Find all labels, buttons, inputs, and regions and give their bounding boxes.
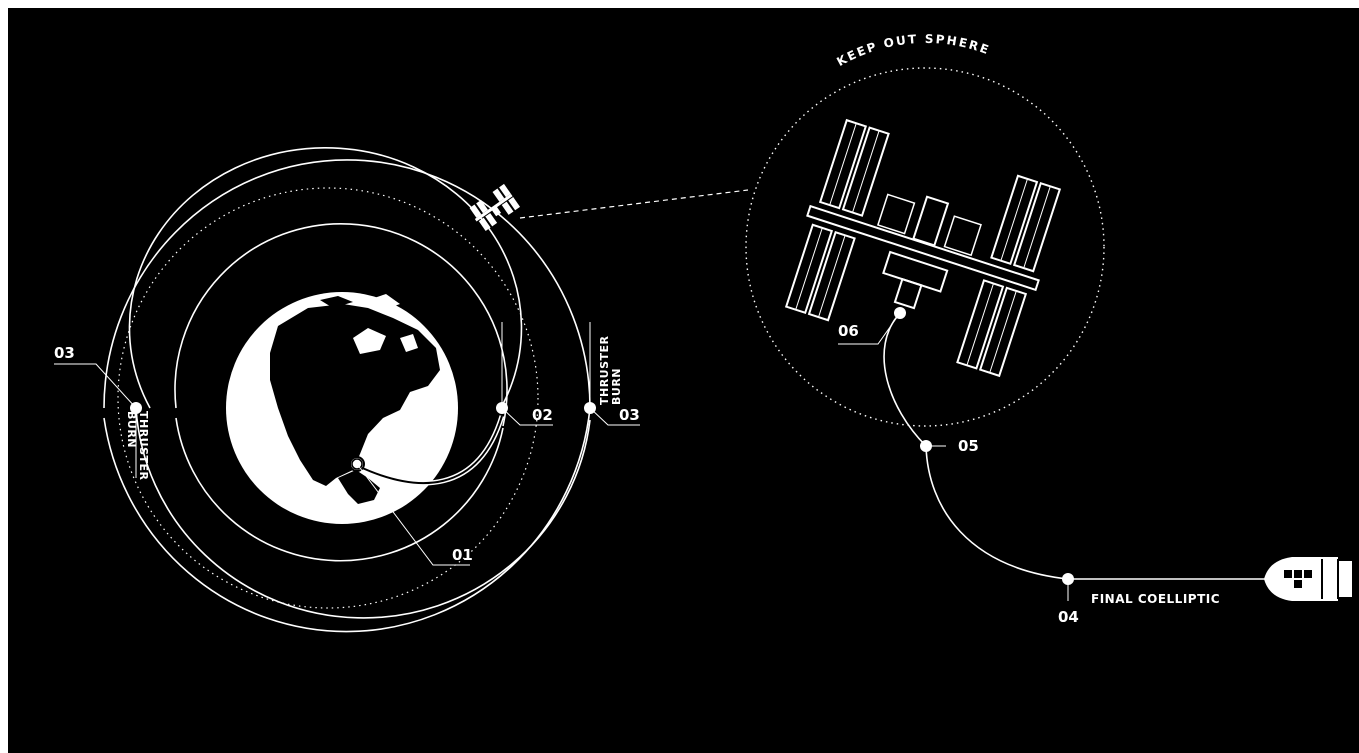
svg-text:THRUSTER: THRUSTER [137,411,150,481]
zoom-tether [519,189,749,219]
outer-orbit [103,159,591,409]
earth-icon [226,292,458,524]
keep-out-sphere [745,67,1105,427]
inner-orbit-lower [175,417,504,562]
leader-lines [54,312,1069,601]
thruster-burn-right: THRUSTER BURN [598,335,623,405]
svg-text:BURN: BURN [125,411,138,448]
svg-text:THRUSTER: THRUSTER [598,335,611,405]
waypoint-02-label: 02 [532,406,553,424]
approach-path-04-05 [925,445,1069,580]
diagram-canvas: KEEP OUT SPHERE [54,32,1352,633]
orbits [103,147,591,633]
keep-out-label: KEEP OUT SPHERE [834,32,992,69]
svg-text:BURN: BURN [610,368,623,405]
capsule-icon [1264,557,1352,601]
transfer-orbit [135,407,591,619]
waypoint-06-label: 06 [838,322,859,340]
waypoint-05-label: 05 [958,437,979,455]
waypoint-03-right-label: 03 [619,406,640,424]
outer-orbit-lower [103,407,591,633]
iss-icon [784,118,1062,378]
phasing-orbit [128,147,523,409]
final-coelliptic-label: FINAL COELLIPTIC [1091,592,1220,606]
inner-orbit [174,222,508,427]
thruster-burn-left: THRUSTER BURN [125,411,150,481]
iss-small-icon [469,183,521,231]
iss-orbit [117,187,539,609]
waypoint-04-label: 04 [1058,608,1079,626]
waypoint-03-left-label: 03 [54,344,75,362]
waypoint-01-label: 01 [452,546,473,564]
rendezvous-diagram: KEEP OUT SPHERE [8,8,1359,753]
